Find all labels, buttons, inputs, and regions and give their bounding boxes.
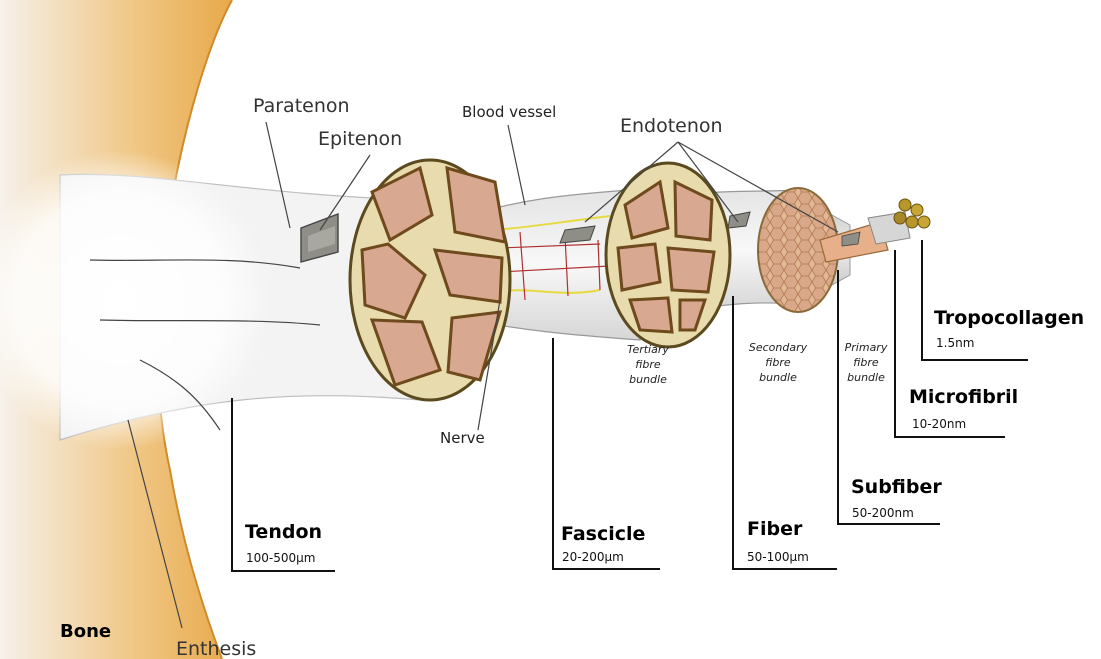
level-name-subfiber: Subfiber bbox=[851, 476, 942, 498]
enthesis-label: Enthesis bbox=[176, 638, 256, 659]
primary-bundle-line-2: fibre bbox=[853, 356, 879, 369]
level-name-tropocollagen: Tropocollagen bbox=[934, 307, 1084, 329]
endotenon-label: Endotenon bbox=[620, 115, 723, 137]
level-fiber: Fiber 50-100µm bbox=[733, 296, 837, 569]
level-size-tendon: 100-500µm bbox=[246, 551, 315, 565]
level-tropocollagen: Tropocollagen 1.5nm bbox=[922, 240, 1084, 360]
level-name-fiber: Fiber bbox=[747, 518, 803, 540]
level-size-microfibril: 10-20nm bbox=[912, 417, 966, 431]
level-name-tendon: Tendon bbox=[245, 521, 322, 543]
level-tendon: Tendon 100-500µm bbox=[232, 398, 335, 571]
paratenon-label: Paratenon bbox=[253, 95, 350, 117]
tendon-cross-section bbox=[350, 160, 510, 400]
secondary-bundle-line-1: Secondary bbox=[749, 341, 808, 354]
primary-bundle-line-1: Primary bbox=[845, 341, 888, 354]
tertiary-bundle-annotation: Tertiary fibre bundle bbox=[627, 343, 669, 386]
primary-bundle-line-3: bundle bbox=[847, 371, 885, 384]
level-size-fiber: 50-100µm bbox=[747, 550, 809, 564]
tropocollagen-strands bbox=[894, 199, 930, 228]
fascicle-cross-section bbox=[606, 163, 730, 347]
tertiary-bundle-line-3: bundle bbox=[629, 373, 667, 386]
bone-label: Bone bbox=[60, 621, 111, 642]
level-name-fascicle: Fascicle bbox=[561, 523, 645, 545]
level-size-fascicle: 20-200µm bbox=[562, 550, 624, 564]
nerve-label: Nerve bbox=[440, 429, 485, 447]
tertiary-bundle-line-2: fibre bbox=[635, 358, 661, 371]
level-size-tropocollagen: 1.5nm bbox=[936, 336, 974, 350]
secondary-bundle-line-2: fibre bbox=[765, 356, 791, 369]
level-name-microfibril: Microfibril bbox=[909, 386, 1018, 408]
epitenon-label: Epitenon bbox=[318, 128, 402, 150]
primary-bundle-annotation: Primary fibre bundle bbox=[845, 341, 888, 384]
secondary-bundle-annotation: Secondary fibre bundle bbox=[749, 341, 808, 384]
level-size-subfiber: 50-200nm bbox=[852, 506, 914, 520]
secondary-bundle-line-3: bundle bbox=[759, 371, 797, 384]
tertiary-bundle-line-1: Tertiary bbox=[627, 343, 669, 356]
blood-vessel-label: Blood vessel bbox=[462, 103, 556, 121]
